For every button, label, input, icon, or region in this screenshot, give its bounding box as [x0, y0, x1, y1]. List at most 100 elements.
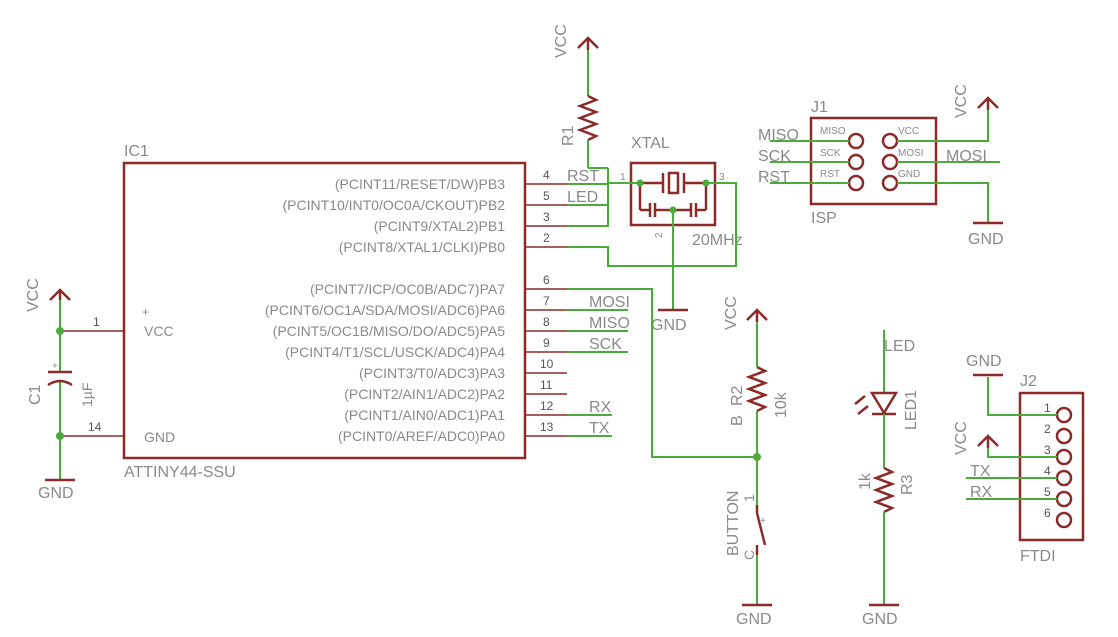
led1-net: LED: [884, 338, 915, 355]
pin-label-pa5: (PCINT5/OC1B/MISO/DO/ADC5)PA5: [273, 323, 506, 339]
c1-plus: +: [52, 361, 58, 372]
pin-label-pb0: (PCINT8/XTAL1/CLKI)PB0: [339, 239, 505, 255]
j1-isp-symbol[interactable]: J1 ISP MISO SCK RST VCC MOSI GND: [809, 99, 938, 227]
pin-label-pa1: (PCINT1/AIN0/ADC1)PA1: [344, 407, 505, 423]
junction-xtal-3: [702, 179, 710, 187]
gnd-label-left: GND: [38, 485, 74, 502]
net-tx: TX: [589, 420, 610, 437]
pin-num-4: 4: [543, 168, 550, 182]
pin-label-pa3: (PCINT3/T0/ADC3)PA3: [359, 365, 505, 381]
xtal-value: 20MHz: [692, 232, 743, 249]
j1-net-rst: RST: [758, 169, 790, 186]
xtal-pin1: 1: [620, 172, 626, 183]
pin-label-pa2: (PCINT2/AIN1/ADC2)PA2: [344, 386, 505, 402]
vcc-symbol-r1: VCC: [553, 24, 599, 58]
gnd-label-r3: GND: [862, 611, 898, 628]
xtal-pin2: 2: [654, 232, 665, 238]
c1-value: 1µF: [79, 383, 95, 407]
net-rst: RST: [567, 168, 599, 185]
j1-wires: MISO SCK RST MOSI: [758, 110, 1000, 223]
led1-ref: LED1: [903, 390, 920, 430]
net-sck: SCK: [589, 336, 622, 353]
r1-ref: R1: [560, 125, 577, 146]
ic1-ref: IC1: [124, 143, 149, 160]
r2-ref: R2: [729, 385, 746, 406]
pin-label-pa4: (PCINT4/T1/SCL/USCK/ADC4)PA4: [285, 344, 505, 360]
gnd-label-button: GND: [736, 611, 772, 628]
gnd-label-j2: GND: [966, 353, 1002, 370]
pin-num-6: 6: [543, 273, 550, 287]
vcc-label-left: VCC: [25, 278, 42, 312]
button-symbol[interactable]: BUTTON 1 C +: [725, 457, 767, 605]
ic1-symbol[interactable]: IC1 ATTINY44-SSU VCC GND + 1 14: [60, 143, 527, 481]
r2-symbol[interactable]: R2 10k B: [729, 322, 790, 457]
j1-ref: J1: [811, 99, 828, 116]
pin-label-pb3: (PCINT11/RESET/DW)PB3: [335, 176, 505, 192]
gnd-label-xtal: GND: [651, 317, 687, 334]
vcc-label-r1: VCC: [553, 24, 570, 58]
button-ref: BUTTON: [725, 491, 742, 556]
pin-num-5: 5: [543, 189, 550, 203]
r3-value: 1k: [857, 472, 874, 490]
r1-symbol[interactable]: R1: [560, 50, 600, 168]
net-mosi: MOSI: [589, 294, 630, 311]
c1-symbol[interactable]: + C1 1µF: [27, 300, 95, 480]
pin-num-10: 10: [540, 357, 554, 371]
vcc-symbol-r2: VCC: [723, 296, 768, 330]
gnd-symbol-button: GND: [736, 603, 772, 628]
pin-label-pa6: (PCINT6/OC1A/SDA/MOSI/ADC6)PA6: [265, 302, 505, 318]
vcc-label-j1: VCC: [953, 84, 970, 118]
net-led: LED: [567, 189, 598, 206]
junction-c1-vcc: [56, 327, 64, 335]
vcc-label-r2: VCC: [723, 296, 740, 330]
led1-symbol[interactable]: LED LED1: [854, 330, 920, 468]
ic1-right-pins: (PCINT11/RESET/DW)PB3 (PCINT10/INT0/OC0A…: [265, 168, 567, 444]
j1-net-sck: SCK: [758, 148, 791, 165]
net-miso: MISO: [589, 315, 630, 332]
j1-pin-miso: MISO: [820, 126, 846, 137]
ic1-vcc-label: VCC: [144, 323, 174, 339]
junction-c1-gnd: [56, 432, 64, 440]
j2-pin-5: 5: [1044, 485, 1051, 499]
j1-net-mosi: MOSI: [946, 148, 987, 165]
ic1-value: ATTINY44-SSU: [124, 464, 236, 481]
vcc-label-j2: VCC: [953, 421, 970, 455]
r2-value: 10k: [773, 391, 790, 418]
gnd-symbol-j1: GND: [968, 221, 1004, 248]
gnd-symbol-xtal: GND: [651, 308, 688, 334]
net-rx: RX: [589, 399, 612, 416]
j1-pin-sck: SCK: [820, 148, 841, 159]
vcc-symbol-j1: VCC: [953, 84, 999, 118]
plus-mark: +: [142, 305, 149, 319]
xtal-wires: [567, 182, 737, 310]
pin-label-pb2: (PCINT10/INT0/OC0A/CKOUT)PB2: [283, 197, 506, 213]
r3-symbol[interactable]: 1k R3: [857, 466, 916, 605]
j2-net-tx: TX: [970, 463, 991, 480]
r3-ref: R3: [899, 474, 916, 495]
gnd-symbol-left: GND: [38, 478, 75, 502]
j2-pin-1: 1: [1044, 401, 1051, 415]
c1-ref: C1: [27, 384, 44, 405]
wire-pa7-button: [567, 288, 757, 458]
j1-pin-gnd: GND: [898, 169, 920, 180]
xtal-ref: XTAL: [631, 135, 670, 152]
r2-extra: B: [729, 415, 746, 426]
gnd-label-j1: GND: [968, 231, 1004, 248]
j1-pin-rst: RST: [820, 169, 840, 180]
j2-ftdi-symbol[interactable]: J2 FTDI 1 2 3 4 5 6: [1018, 373, 1085, 565]
j2-pin-6: 6: [1044, 506, 1051, 520]
j2-net-rx: RX: [970, 484, 993, 501]
button-pin-1: 1: [741, 494, 757, 502]
button-plus: +: [760, 516, 766, 527]
pin-num-11: 11: [540, 378, 553, 392]
pin-num-12: 12: [540, 399, 554, 413]
pin-label-pb1: (PCINT9/XTAL2)PB1: [374, 218, 505, 234]
ic1-gnd-label: GND: [144, 429, 175, 445]
j1-value: ISP: [811, 210, 837, 227]
j2-pin-2: 2: [1044, 422, 1051, 436]
xtal-symbol[interactable]: XTAL 20MHz 1 3 2: [620, 135, 743, 249]
ic1-pin1-num: 1: [93, 315, 100, 329]
j2-pin-4: 4: [1044, 464, 1051, 478]
gnd-symbol-r3: GND: [862, 603, 899, 628]
